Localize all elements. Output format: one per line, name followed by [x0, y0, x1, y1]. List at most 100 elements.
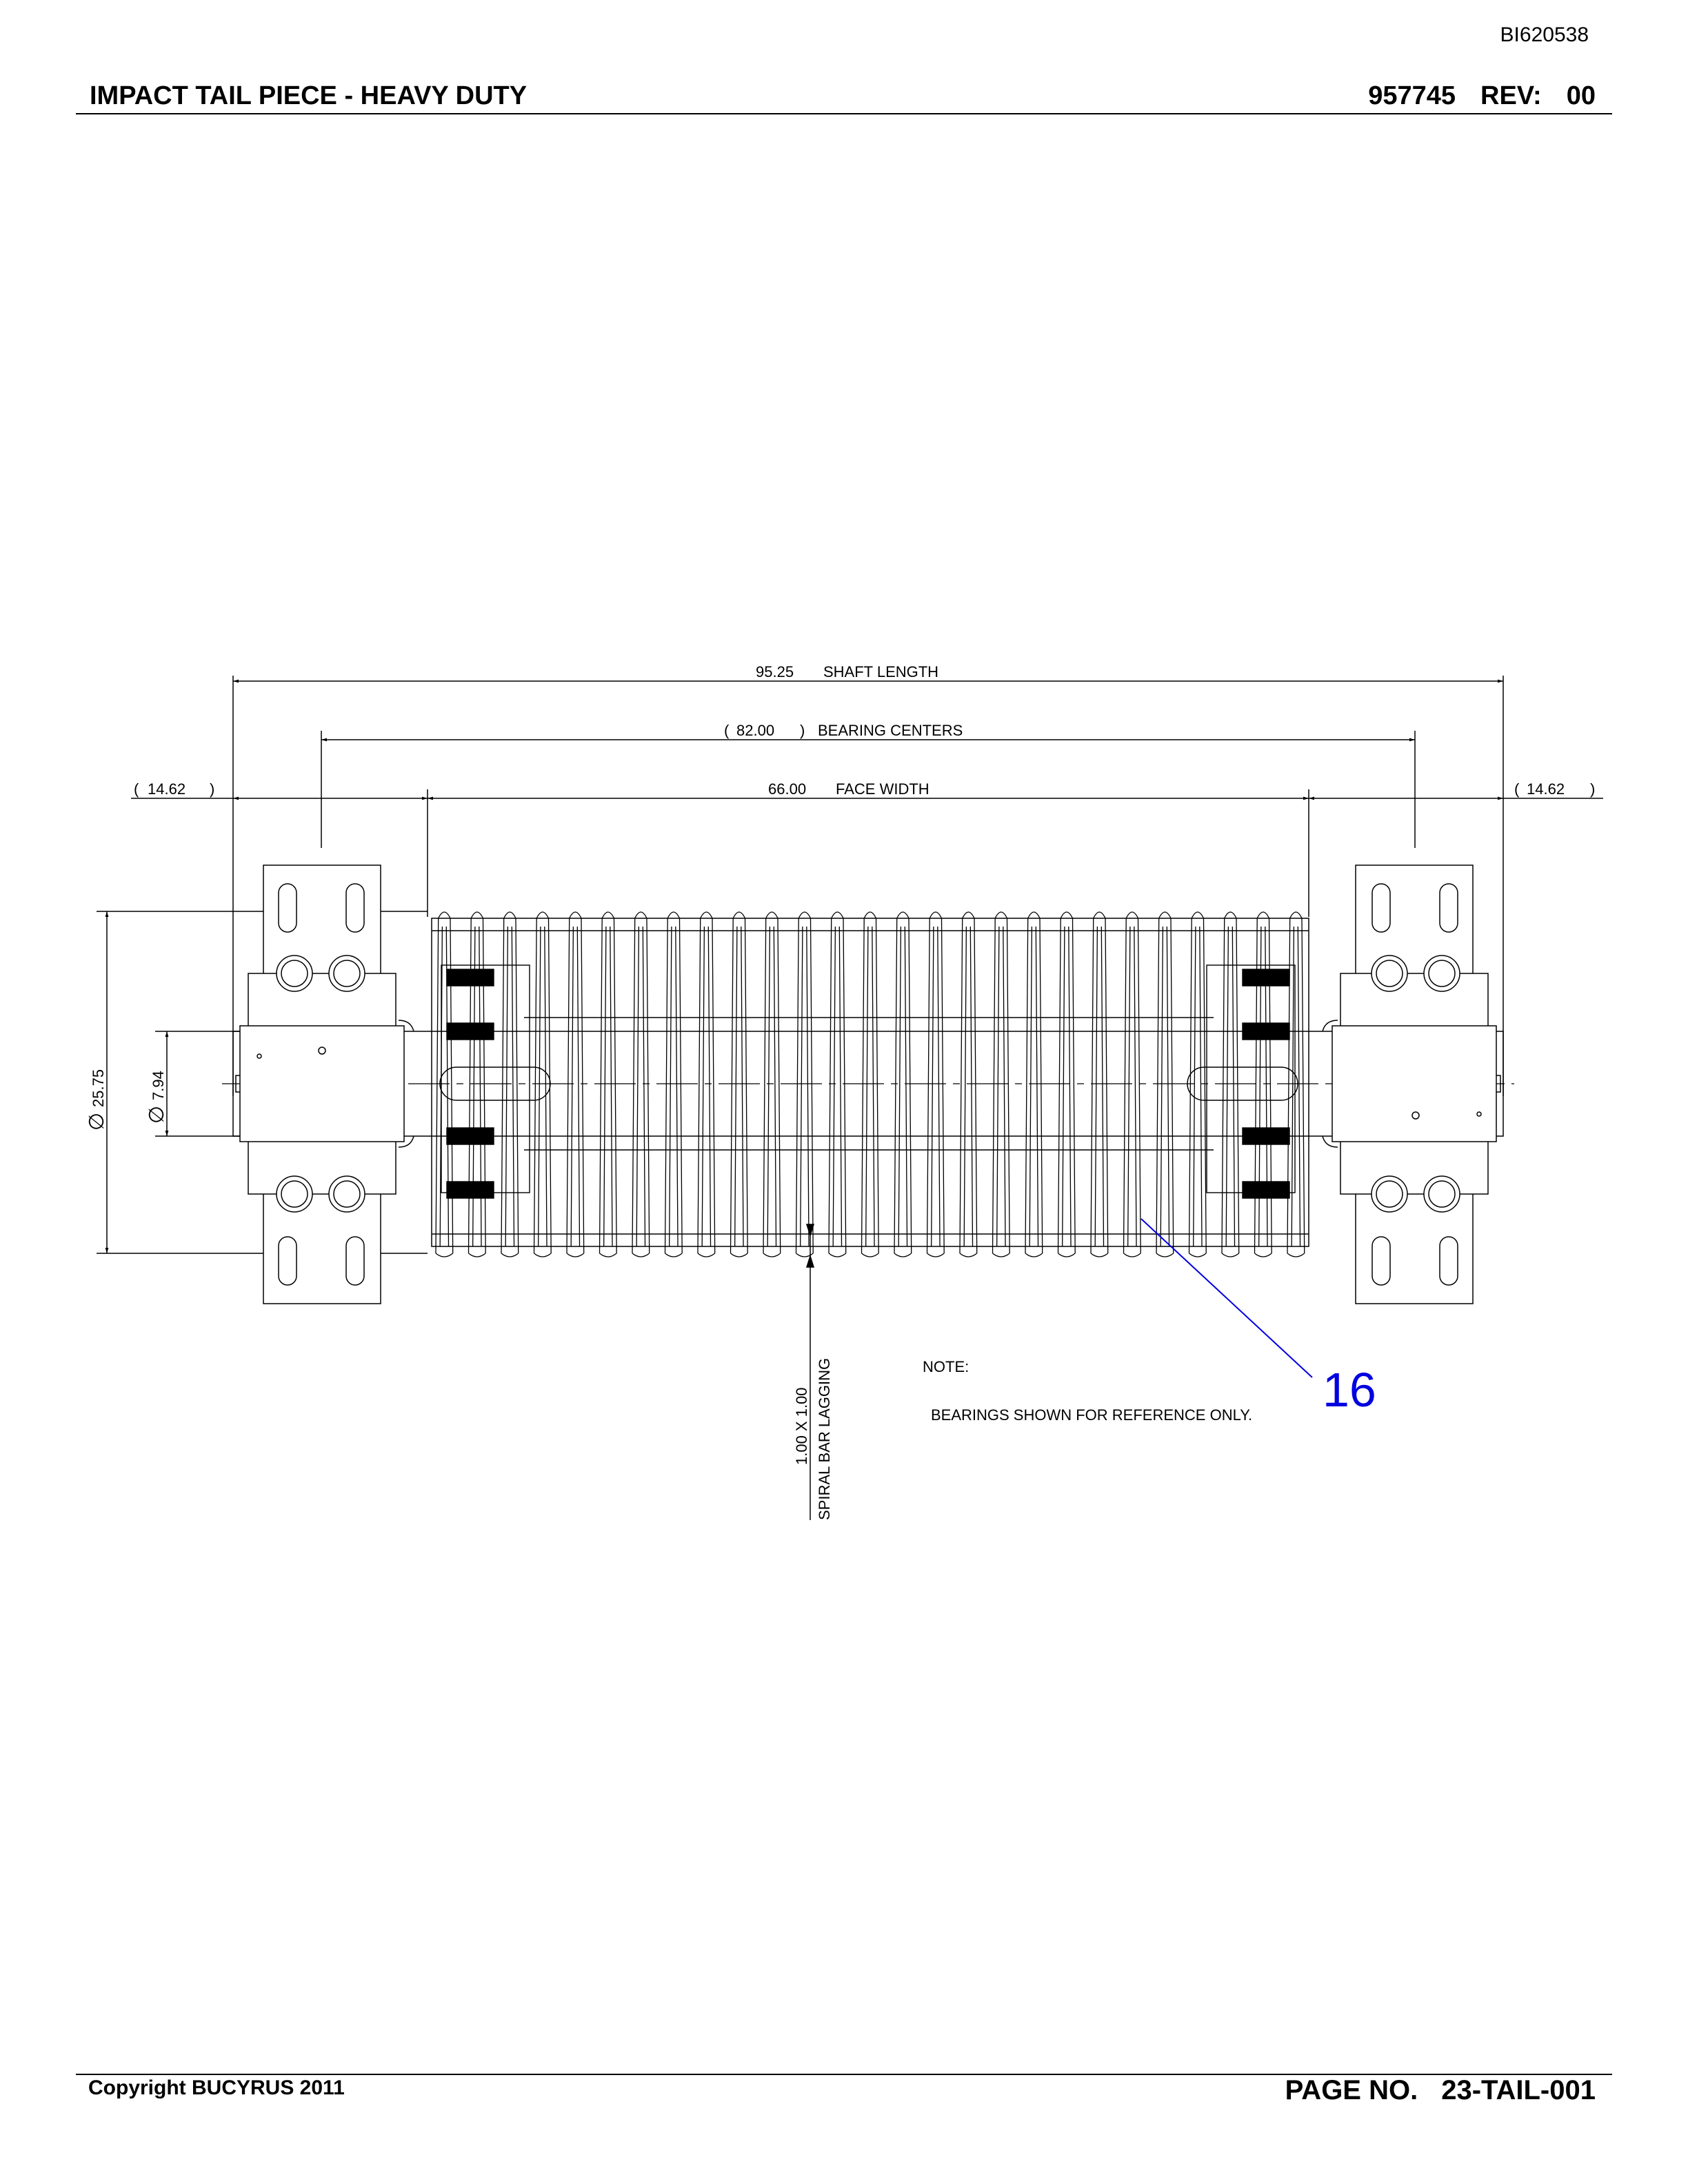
- lagging-bar: [926, 911, 945, 1254]
- lagging-bar-base: [566, 1253, 585, 1257]
- right-overhang-open-paren: (: [1514, 780, 1520, 798]
- face-width-value: 66.00: [768, 780, 806, 798]
- lagging-bar: [697, 911, 716, 1254]
- shaft-diameter-value: 7.94: [150, 1071, 167, 1100]
- lagging-bar-base: [861, 1253, 879, 1257]
- lagging-bar: [599, 911, 617, 1254]
- lagging-bar: [533, 911, 552, 1254]
- lagging-bar-base: [501, 1253, 519, 1257]
- outer-diameter-value: 25.75: [90, 1069, 107, 1107]
- rev-value: 00: [1566, 81, 1596, 110]
- lagging-bar: [664, 911, 683, 1254]
- lagging-bar-base: [534, 1253, 552, 1257]
- shaft: [232, 1020, 1504, 1148]
- part-rev-block: 957745 REV: 00: [1368, 81, 1596, 111]
- shaft-diameter-dimension: ∅ 7.94: [145, 1071, 168, 1124]
- hub-clamps: [441, 964, 1296, 1199]
- pulley-drum: [431, 918, 1309, 1247]
- lagging-bar-base: [894, 1253, 912, 1257]
- lagging-bar: [1221, 911, 1240, 1254]
- lagging-bar: [894, 911, 912, 1254]
- lagging-bar: [566, 911, 585, 1254]
- lagging-bar: [501, 911, 519, 1254]
- lagging-bar-base: [632, 1253, 650, 1257]
- lagging-bar: [828, 911, 847, 1254]
- lagging-bar-base: [992, 1253, 1010, 1257]
- face-width-label: FACE WIDTH: [836, 780, 930, 798]
- bearing-centers-value: 82.00: [736, 722, 774, 739]
- page-number-label: PAGE NO.: [1285, 2075, 1418, 2105]
- lagging-bar-base: [599, 1253, 617, 1257]
- right-overhang-close-paren: ): [1590, 780, 1595, 798]
- lagging-bar: [992, 911, 1010, 1254]
- lagging-bar-base: [1221, 1253, 1240, 1257]
- copyright-text: Copyright BUCYRUS 2011: [88, 2076, 345, 2099]
- lagging-bar-base: [828, 1253, 847, 1257]
- lagging-bar: [795, 911, 814, 1254]
- bearing-centers-label: BEARING CENTERS: [818, 722, 963, 739]
- lagging-bar: [1090, 911, 1109, 1254]
- lagging-bar-base: [763, 1253, 781, 1257]
- item-callout-number: 16: [1323, 1363, 1376, 1417]
- lagging-bar-base: [468, 1253, 486, 1257]
- left-overhang-value: 14.62: [148, 780, 185, 798]
- lagging-bar: [435, 911, 454, 1254]
- lagging-bar-base: [1287, 1253, 1305, 1257]
- lagging-bar-base: [730, 1253, 748, 1257]
- lagging-bar: [1254, 911, 1272, 1254]
- lagging-bar-base: [927, 1253, 945, 1257]
- lagging-bar: [1057, 911, 1076, 1254]
- dimension-lines: [105, 679, 1603, 1520]
- lagging-bar-base: [796, 1253, 814, 1257]
- spiral-bar-lagging: [435, 911, 1305, 1257]
- lagging-bar-base: [1058, 1253, 1076, 1257]
- note-heading: NOTE:: [923, 1358, 969, 1375]
- lagging-label: SPIRAL BAR LAGGING: [816, 1358, 833, 1520]
- shaft-length-label: SHAFT LENGTH: [823, 663, 938, 680]
- callout-leader: [1141, 1218, 1313, 1378]
- lagging-bar-base: [697, 1253, 716, 1257]
- lagging-bar: [1123, 911, 1141, 1254]
- lagging-bar: [763, 911, 781, 1254]
- right-overhang-value: 14.62: [1527, 780, 1565, 798]
- bearing-centers-open-paren: (: [724, 722, 730, 739]
- part-number: 957745: [1368, 81, 1456, 110]
- lagging-bar-base: [959, 1253, 978, 1257]
- left-overhang-close-paren: ): [210, 780, 214, 798]
- lagging-bar-base: [1090, 1253, 1109, 1257]
- note-text: BEARINGS SHOWN FOR REFERENCE ONLY.: [931, 1406, 1252, 1424]
- page-title: IMPACT TAIL PIECE - HEAVY DUTY: [90, 81, 528, 110]
- lagging-bar-base: [1254, 1253, 1272, 1257]
- footer-rule: [76, 2074, 1612, 2075]
- lagging-bar: [1188, 911, 1207, 1254]
- lagging-bar: [1156, 911, 1174, 1254]
- lagging-bar: [468, 911, 486, 1254]
- lagging-size: 1.00 X 1.00: [793, 1387, 810, 1465]
- document-id: BI620538: [1500, 23, 1589, 46]
- lagging-bar: [861, 911, 879, 1254]
- lagging-bar-base: [1025, 1253, 1043, 1257]
- lagging-bar: [959, 911, 978, 1254]
- lagging-bar-base: [1156, 1253, 1174, 1257]
- lagging-bar: [730, 911, 748, 1254]
- outer-diameter-dimension: ∅ 25.75: [86, 1069, 108, 1131]
- lagging-bar-base: [435, 1253, 454, 1257]
- left-bearing: [239, 865, 405, 1304]
- right-bearing: [1332, 865, 1497, 1304]
- lagging-dimension: 1.00 X 1.00: [793, 1387, 810, 1465]
- page-number-value: 23-TAIL-001: [1441, 2075, 1596, 2105]
- rev-label: REV:: [1480, 81, 1542, 110]
- diameter-symbol: ∅: [86, 1113, 108, 1131]
- lagging-label-group: SPIRAL BAR LAGGING: [816, 1358, 833, 1520]
- page-number-block: PAGE NO. 23-TAIL-001: [1285, 2075, 1596, 2106]
- left-overhang-open-paren: (: [134, 780, 139, 798]
- lagging-bar: [632, 911, 650, 1254]
- lagging-bar-base: [1189, 1253, 1207, 1257]
- shaft-length-value: 95.25: [756, 663, 794, 680]
- lagging-bar: [1025, 911, 1043, 1254]
- header-rule: [76, 113, 1612, 114]
- lagging-bar-base: [1123, 1253, 1141, 1257]
- bearing-centers-close-paren: ): [800, 722, 805, 739]
- lagging-bar: [1287, 911, 1305, 1254]
